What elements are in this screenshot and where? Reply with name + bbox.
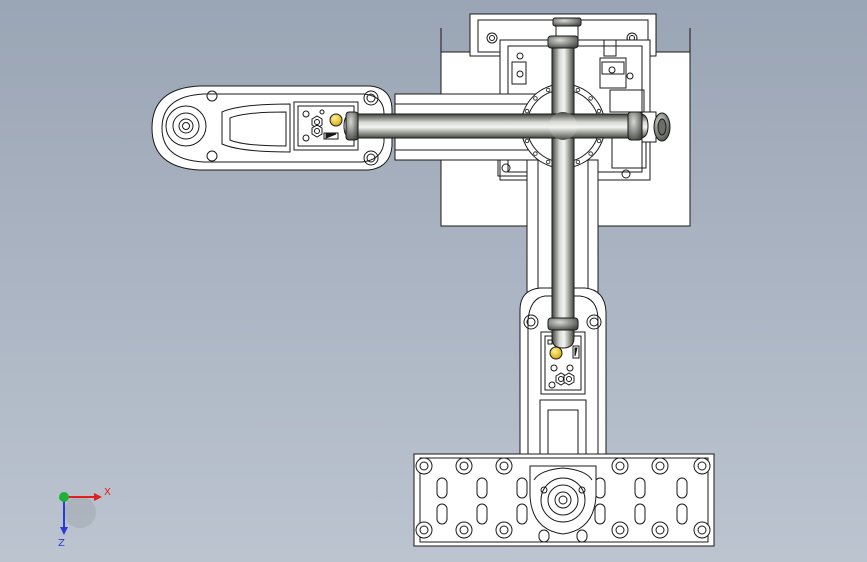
plate-bolt-center bbox=[615, 461, 625, 471]
z-axis-label: Z bbox=[58, 538, 65, 549]
plate-slot bbox=[476, 503, 488, 525]
status-led-forearm bbox=[549, 346, 563, 360]
plate-slot bbox=[676, 477, 688, 499]
plate-bolt-center bbox=[499, 525, 509, 535]
shoulder-bolt bbox=[588, 96, 593, 101]
status-led-upper-arm bbox=[329, 113, 343, 127]
shoulder-bolt bbox=[533, 96, 538, 101]
shoulder-bolt bbox=[575, 159, 581, 165]
y-axis-indicator bbox=[59, 492, 69, 502]
x-axis-label: X bbox=[104, 487, 111, 498]
forearm-connector-panel bbox=[547, 339, 580, 389]
coordinate-triad: X Z bbox=[58, 487, 111, 549]
fixture-plate-features bbox=[415, 457, 711, 543]
plate-slot bbox=[576, 529, 588, 543]
plate-bolt-center bbox=[655, 461, 665, 471]
plate-bolt-center bbox=[459, 461, 469, 471]
plate-slot bbox=[476, 477, 488, 499]
shoulder-bolt bbox=[545, 87, 551, 93]
plate-bolt-center bbox=[419, 525, 429, 535]
plate-bolt-center bbox=[615, 525, 625, 535]
plate-slot bbox=[634, 503, 646, 525]
plate-bolt-center bbox=[459, 525, 469, 535]
plate-bolt-center bbox=[499, 461, 509, 471]
x-axis-arrow bbox=[94, 493, 102, 501]
shoulder-bolt bbox=[575, 87, 581, 93]
plate-slot bbox=[436, 503, 448, 525]
plate-bolt-center bbox=[697, 461, 707, 471]
cable-harness bbox=[343, 35, 649, 349]
plate-slot bbox=[594, 503, 606, 525]
shoulder-bolt bbox=[596, 108, 602, 114]
plate-slot bbox=[516, 503, 528, 525]
plate-bolt-center bbox=[697, 525, 707, 535]
plate-slot bbox=[436, 477, 448, 499]
shoulder-bolt bbox=[596, 138, 602, 144]
plate-slot bbox=[538, 529, 550, 543]
plate-slot bbox=[516, 477, 528, 499]
plate-slot bbox=[634, 477, 646, 499]
upper-arm-connector-panel bbox=[302, 109, 343, 142]
plate-bolt-center bbox=[655, 525, 665, 535]
wrist-end-effector bbox=[529, 465, 597, 535]
plate-bolt-center bbox=[419, 461, 429, 471]
z-axis-arrow bbox=[60, 527, 68, 535]
shoulder-bolt bbox=[524, 108, 530, 114]
shoulder-bolt bbox=[533, 151, 538, 156]
shoulder-bolt bbox=[524, 138, 530, 144]
shoulder-bolt bbox=[545, 159, 551, 165]
plate-slot bbox=[676, 503, 688, 525]
shoulder-bolt bbox=[588, 151, 593, 156]
